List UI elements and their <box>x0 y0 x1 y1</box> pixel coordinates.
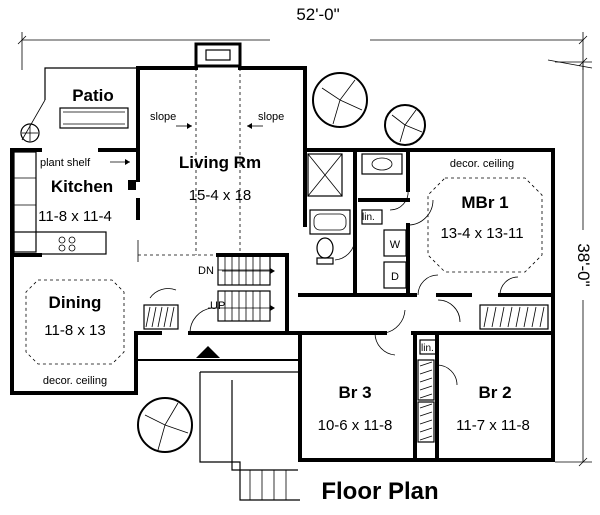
dryer-label: D <box>391 271 399 283</box>
stairs <box>208 254 275 322</box>
dining-ceiling-note: decor. ceiling <box>43 375 107 387</box>
upper-linen-label: lin. <box>362 212 375 223</box>
living-slope-left: slope <box>150 111 176 123</box>
overall-width-label: 52'-0" <box>296 5 339 24</box>
patio <box>21 67 138 141</box>
kitchen-plant-shelf-note: plant shelf <box>40 157 91 169</box>
br3-name: Br 3 <box>338 383 371 402</box>
overall-depth-label: 38'-0" <box>574 243 593 286</box>
kitchen-name: Kitchen <box>51 177 113 196</box>
living-name: Living Rm <box>179 153 261 172</box>
tree-icon <box>312 72 368 128</box>
living-size: 15-4 x 18 <box>189 187 252 204</box>
laundry <box>383 229 407 289</box>
stair-down-label: DN <box>198 265 214 277</box>
patio-name: Patio <box>72 86 114 105</box>
dining-size: 11-8 x 13 <box>44 322 105 339</box>
washer-label: W <box>390 239 401 251</box>
master-name: MBr 1 <box>461 193 508 212</box>
br2-size: 11-7 x 11-8 <box>456 417 530 434</box>
dimension-lines <box>17 32 593 467</box>
lower-linen-label: lin. <box>421 343 434 354</box>
master-size: 13-4 x 13-11 <box>440 225 523 242</box>
master-ceiling-note: decor. ceiling <box>450 158 514 170</box>
kitchen-fixtures <box>13 151 136 255</box>
kitchen-size: 11-8 x 11-4 <box>38 208 112 225</box>
living-slope-right: slope <box>258 111 284 123</box>
living-room-details <box>137 68 263 262</box>
walls <box>10 42 555 462</box>
stair-up-label: UP <box>210 300 225 312</box>
dining-details <box>25 279 213 365</box>
br2-name: Br 2 <box>478 383 511 402</box>
tree-icon <box>137 397 193 453</box>
tree-icon <box>384 104 426 146</box>
master-bedroom-details <box>407 177 549 330</box>
bathroom-fixtures <box>307 153 409 265</box>
entry-porch <box>135 346 301 501</box>
hall-details <box>374 299 461 386</box>
br3-size: 10-6 x 11-8 <box>318 417 393 434</box>
plan-title: Floor Plan <box>321 478 438 505</box>
bedroom-closets <box>417 359 435 443</box>
dining-name: Dining <box>49 293 102 312</box>
shrub-icon <box>20 123 40 143</box>
